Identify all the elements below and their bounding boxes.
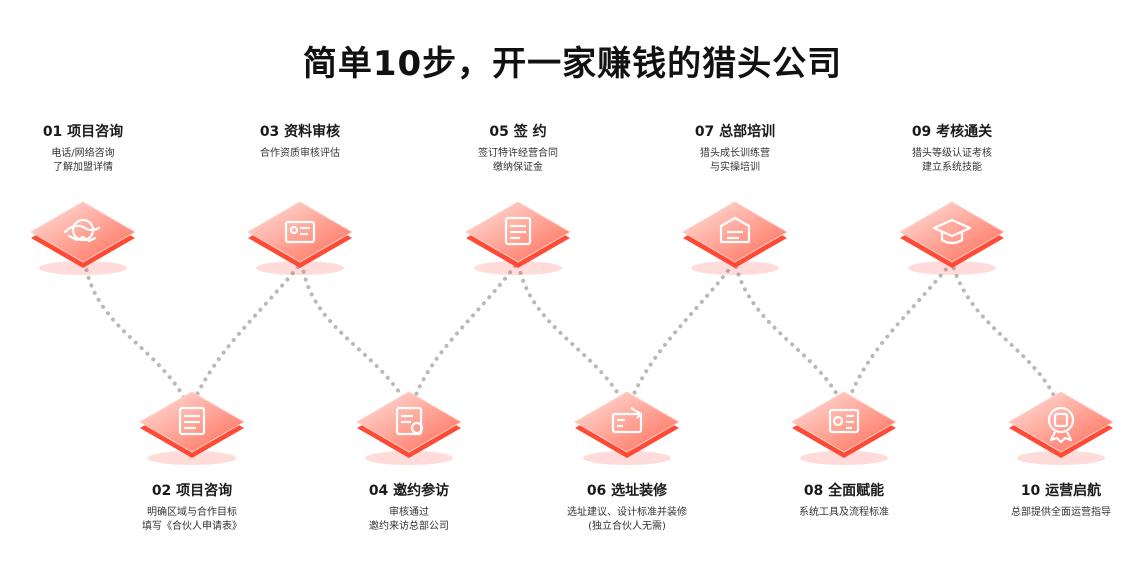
step-description: 电话/网络咨询 了解加盟详情 — [51, 148, 115, 173]
page-title: 简单10步，开一家赚钱的猎头公司 — [302, 44, 843, 84]
step-tile-10[interactable] — [1003, 386, 1119, 470]
step-title: 02 项目咨询 — [151, 483, 233, 499]
step-07: 07 总部培训 猎头成长训练营 与实操培训 — [645, 123, 825, 175]
step-title: 01 项目咨询 — [42, 124, 124, 140]
step-02: 02 项目咨询 明确区域与合作目标 填写《合伙人申请表》 — [102, 482, 282, 534]
step-01: 01 项目咨询 电话/网络咨询 了解加盟详情 — [0, 123, 173, 175]
step-tile-09[interactable] — [894, 196, 1010, 280]
step-10: 10 运营启航 总部提供全面运营指导 — [971, 482, 1145, 520]
step-title: 09 考核通关 — [911, 124, 993, 140]
step-description: 猎头等级认证考核 建立系统技能 — [912, 148, 992, 173]
step-08: 08 全面赋能 系统工具及流程标准 — [754, 482, 934, 520]
step-description: 签订特许经营合同 缴纳保证金 — [478, 148, 558, 173]
award-badge-icon — [1047, 406, 1075, 444]
application-form-icon — [178, 406, 206, 436]
step-title: 07 总部培训 — [694, 124, 776, 140]
invitation-icon — [395, 406, 424, 436]
step-tile-02[interactable] — [134, 386, 250, 470]
step-tile-07[interactable] — [677, 196, 793, 280]
step-05: 05 签 约 签订特许经营合同 缴纳保证金 — [428, 123, 608, 175]
step-tile-04[interactable] — [351, 386, 467, 470]
step-tile-01[interactable] — [25, 196, 141, 280]
step-description: 系统工具及流程标准 — [799, 507, 889, 518]
step-description: 合作资质审核评估 — [260, 148, 340, 159]
handshake-icon — [63, 218, 101, 243]
step-title: 10 运营启航 — [1020, 483, 1102, 499]
step-description: 选址建议、设计标准并装修 (独立合伙人无需) — [567, 507, 687, 532]
step-tile-06[interactable] — [569, 386, 685, 470]
step-title: 05 签 约 — [489, 124, 547, 140]
step-description: 审核通过 邀约来访总部公司 — [369, 507, 449, 532]
step-09: 09 考核通关 猎头等级认证考核 建立系统技能 — [862, 123, 1042, 175]
step-title: 04 邀约参访 — [368, 483, 450, 499]
step-06: 06 选址装修 选址建议、设计标准并装修 (独立合伙人无需) — [537, 482, 717, 534]
step-description: 猎头成长训练营 与实操培训 — [700, 148, 770, 173]
step-title: 08 全面赋能 — [803, 483, 885, 499]
graduation-cap-icon — [932, 218, 972, 245]
step-tile-05[interactable] — [460, 196, 576, 280]
step-title: 06 选址装修 — [586, 483, 668, 499]
step-03: 03 资料审核 合作资质审核评估 — [210, 123, 390, 161]
system-tools-icon — [828, 408, 860, 434]
step-04: 04 邀约参访 审核通过 邀约来访总部公司 — [319, 482, 499, 534]
contract-icon — [504, 216, 532, 246]
id-card-icon — [284, 220, 316, 244]
step-description: 明确区域与合作目标 填写《合伙人申请表》 — [142, 507, 242, 532]
training-icon — [719, 216, 751, 244]
step-title: 03 资料审核 — [259, 124, 341, 140]
step-description: 总部提供全面运营指导 — [1011, 507, 1111, 518]
decoration-icon — [611, 407, 643, 434]
step-tile-08[interactable] — [786, 386, 902, 470]
step-tile-03[interactable] — [242, 196, 358, 280]
